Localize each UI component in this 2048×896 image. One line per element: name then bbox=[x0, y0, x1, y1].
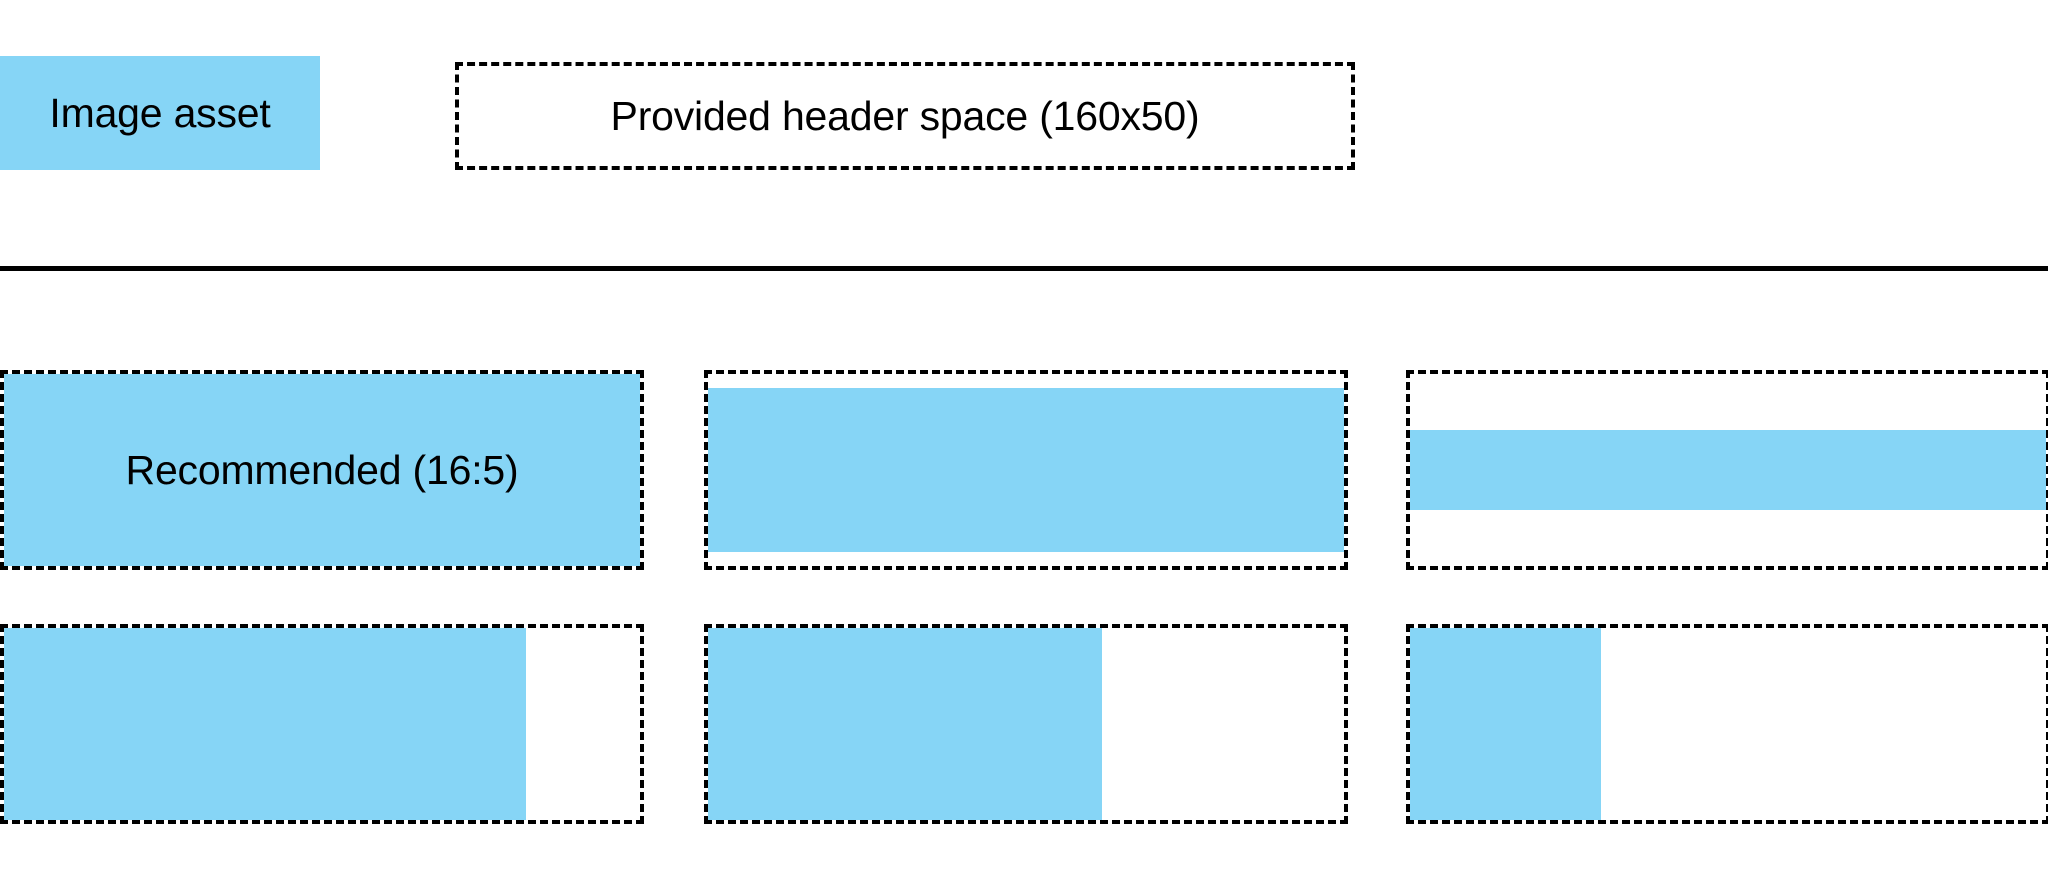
ratio-cell-row1-col2 bbox=[704, 370, 1348, 570]
ratio-example-grid: Recommended (16:5) bbox=[0, 370, 2048, 830]
ratio-fill bbox=[708, 628, 1103, 820]
legend-band: Image asset Provided header space (160x5… bbox=[0, 0, 2048, 271]
ratio-fill bbox=[708, 388, 1344, 552]
ratio-cell-row2-col2 bbox=[704, 624, 1348, 824]
provided-header-space-label: Provided header space (160x50) bbox=[610, 92, 1200, 139]
ratio-fill bbox=[1410, 430, 2046, 510]
image-asset-swatch: Image asset bbox=[0, 56, 320, 170]
image-asset-swatch-label: Image asset bbox=[49, 89, 271, 136]
provided-header-space-box: Provided header space (160x50) bbox=[455, 62, 1355, 170]
ratio-fill bbox=[4, 374, 640, 566]
ratio-cell-row2-col3 bbox=[1406, 624, 2048, 824]
ratio-cell-recommended-16-5: Recommended (16:5) bbox=[0, 370, 644, 570]
ratio-cell-row1-col3 bbox=[1406, 370, 2048, 570]
ratio-fill bbox=[1410, 628, 1601, 820]
ratio-fill bbox=[4, 628, 526, 820]
ratio-cell-row2-col1 bbox=[0, 624, 644, 824]
section-divider bbox=[0, 266, 2048, 271]
